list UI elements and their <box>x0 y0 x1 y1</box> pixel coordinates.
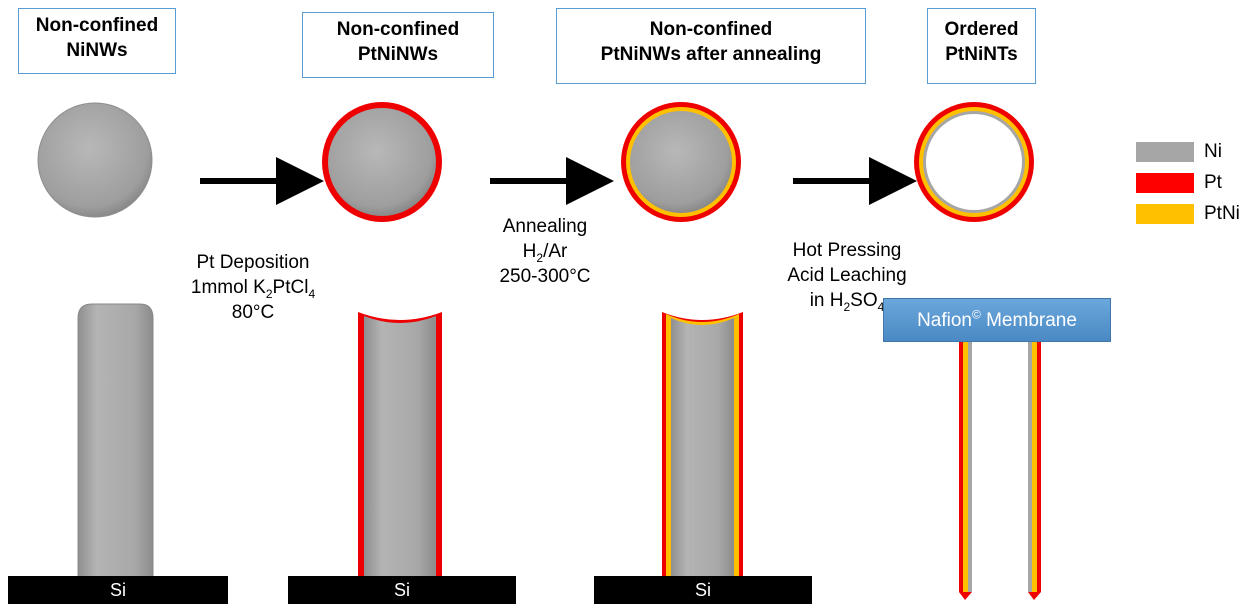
title-1-line2: NiNWs <box>66 40 128 61</box>
ni-nanowire-rod <box>77 303 154 579</box>
step1-line2: 1mmol K2PtCl4 <box>190 277 316 301</box>
legend-label-ni: Ni <box>1204 141 1222 162</box>
legend-label-ptni: PtNi <box>1204 203 1240 224</box>
legend-label-pt: Pt <box>1204 172 1222 193</box>
annealed-disc-ni-core <box>630 111 732 213</box>
nanotube-wall-left <box>959 342 972 600</box>
step3-line3: in H2SO4 <box>809 290 885 314</box>
step-annealing: Annealing H2/Ar 250-300°C <box>480 214 610 289</box>
title-ordered-ptnints: Ordered PtNiNTs <box>927 8 1036 84</box>
step3-line1: Hot Pressing <box>792 240 902 261</box>
step3-line2: Acid Leaching <box>787 265 907 286</box>
ptni-nanowire-core <box>364 316 436 578</box>
annealed-nanowire-core <box>671 318 734 578</box>
ni-disc <box>37 102 153 218</box>
title-non-confined-ninws: Non-confined NiNWs <box>18 8 176 74</box>
title-3-line2: PtNiNWs after annealing <box>600 44 822 65</box>
title-non-confined-ptninws: Non-confined PtNiNWs <box>302 12 494 78</box>
step2-line2: H2/Ar <box>522 241 568 265</box>
legend-swatch-ni <box>1136 142 1194 162</box>
title-4-line1: Ordered <box>944 19 1019 40</box>
title-2-line2: PtNiNWs <box>357 44 439 65</box>
si-substrate-3: Si <box>594 576 812 604</box>
title-4-line2: PtNiNTs <box>945 44 1018 65</box>
title-annealed-ptninws: Non-confined PtNiNWs after annealing <box>556 8 866 84</box>
step-pt-deposition: Pt Deposition 1mmol K2PtCl4 80°C <box>178 250 328 325</box>
title-2-line1: Non-confined <box>336 19 460 40</box>
step1-line1: Pt Deposition <box>196 252 310 273</box>
step2-line1: Annealing <box>502 216 588 237</box>
step1-line3: 80°C <box>231 302 275 323</box>
si-substrate-2: Si <box>288 576 516 604</box>
title-3-line1: Non-confined <box>649 19 773 40</box>
legend-swatch-ptni <box>1136 204 1194 224</box>
nanotube-hollow-core <box>926 114 1022 210</box>
step-hot-pressing: Hot Pressing Acid Leaching in H2SO4 <box>772 238 922 313</box>
title-1-line1: Non-confined <box>35 15 159 36</box>
si-substrate-1: Si <box>8 576 228 604</box>
step2-line3: 250-300°C <box>499 266 591 287</box>
ptni-disc-ni-core <box>328 108 436 216</box>
nanotube-wall-right <box>1028 342 1041 600</box>
nafion-membrane: Nafion© Membrane <box>883 298 1111 342</box>
legend-swatch-pt <box>1136 173 1194 193</box>
